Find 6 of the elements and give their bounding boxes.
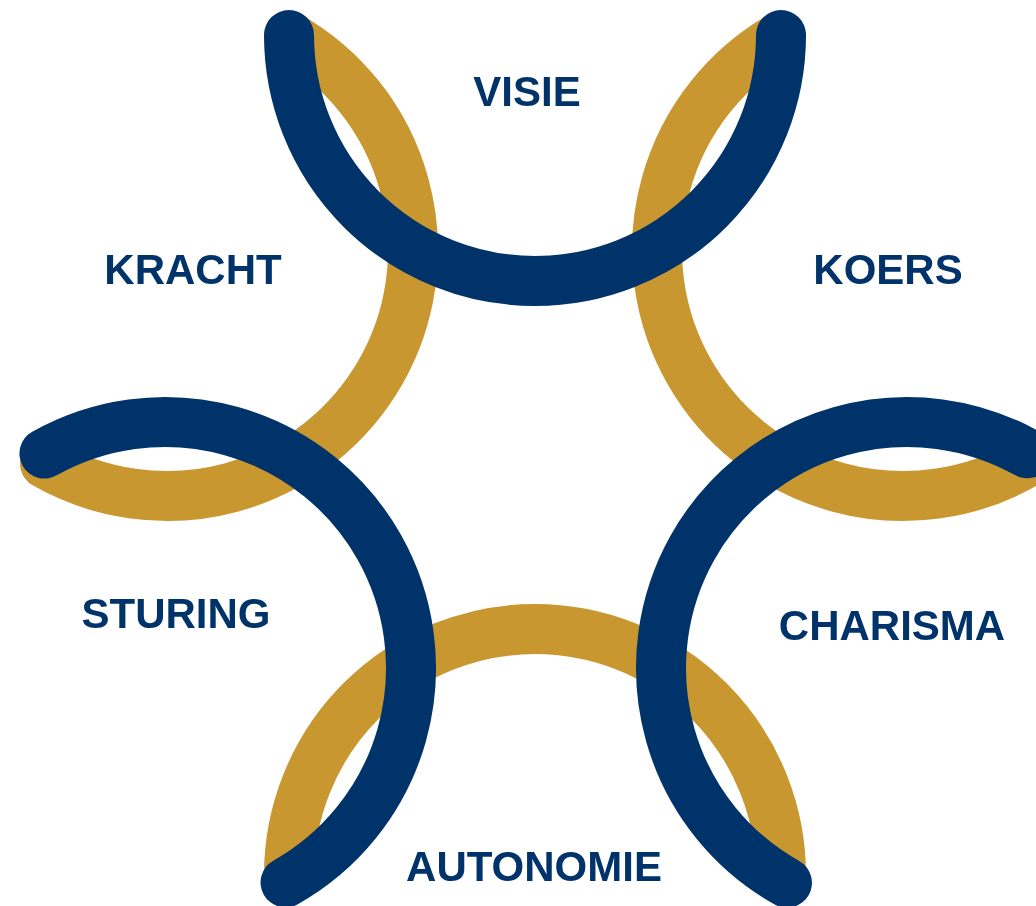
- keyword-label: AUTONOMIE: [406, 846, 662, 888]
- keyword-label: VISIE: [473, 71, 581, 113]
- keyword-label: STURING: [81, 593, 271, 635]
- keyword-label: CHARISMA: [778, 605, 1006, 647]
- keyword-label: KOERS: [813, 249, 963, 291]
- keyword-label: KRACHT: [104, 249, 282, 291]
